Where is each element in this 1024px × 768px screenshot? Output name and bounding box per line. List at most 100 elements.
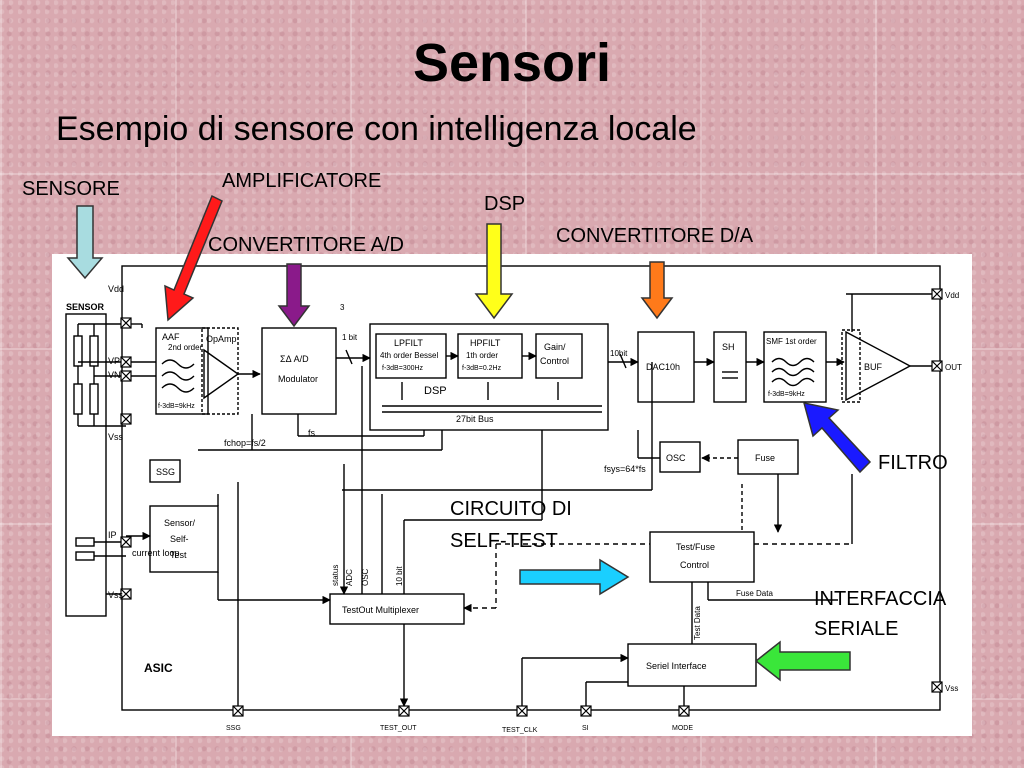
ad-label-2: Modulator xyxy=(278,374,318,384)
pins xyxy=(120,288,943,717)
label-amplificatore: AMPLIFICATORE xyxy=(222,170,382,192)
pin-ssg xyxy=(232,705,244,717)
ssg-block-label: SSG xyxy=(156,467,175,477)
pin-out xyxy=(931,360,943,372)
pin-vdd-right xyxy=(931,288,943,300)
serial-interface-label: Seriel Interface xyxy=(646,661,707,671)
serial-interface-block xyxy=(627,643,757,687)
out-label: OUT xyxy=(945,363,962,372)
adc-label: ADC xyxy=(345,569,354,586)
opamp-symbol xyxy=(203,348,240,400)
ad-label-1: ΣΔ A/D xyxy=(280,354,309,364)
label-dsp: DSP xyxy=(484,193,526,215)
smf-label-1: SMF 1st order xyxy=(766,337,817,346)
lpfilt-label-3: f-3dB=300Hz xyxy=(382,365,424,372)
amplificatore-arrow xyxy=(164,194,223,322)
dac-label: DAC10h xyxy=(646,362,680,372)
page-subtitle: Esempio di sensore con intelligenza loca… xyxy=(56,110,697,148)
asic-label: ASIC xyxy=(144,661,173,675)
testfuse-label-2: Control xyxy=(680,560,709,570)
aaf-label: AAF xyxy=(162,332,180,342)
pin-si xyxy=(580,705,592,717)
pin-vss-right xyxy=(931,681,943,693)
conv-ad-arrow xyxy=(277,263,311,328)
smf-filter-block xyxy=(763,331,827,403)
osc-block xyxy=(659,441,701,473)
test-data-label: Test Data xyxy=(693,606,702,640)
vdd-right-label: Vdd xyxy=(945,291,959,300)
pin-testclk-label: TEST_CLK xyxy=(502,727,538,734)
testout-label: TestOut Multiplexer xyxy=(342,605,419,615)
buffer-symbol xyxy=(845,330,912,402)
vss-left-2-label: Vss xyxy=(108,590,124,600)
pin-si-label: SI xyxy=(582,725,589,732)
pin-ssg-label: SSG xyxy=(226,725,241,732)
gain-label-1: Gain/ xyxy=(544,342,566,352)
sensor-label: SENSOR xyxy=(66,302,105,312)
pin-test-out xyxy=(398,705,410,717)
fuse-block-label: Fuse xyxy=(755,453,775,463)
vn-label: VN xyxy=(108,370,121,380)
gain-label-2: Control xyxy=(540,356,569,366)
pin-mode-label: MODE xyxy=(672,725,693,732)
bit10-vertical-label: 10 bit xyxy=(395,566,404,586)
label-sensore: SENSORE xyxy=(22,178,120,200)
label-convertitore-ad: CONVERTITORE A/D xyxy=(208,234,404,256)
sample-hold-block xyxy=(713,331,747,403)
label-convertitore-da: CONVERTITORE D/A xyxy=(556,225,754,247)
dsp-block xyxy=(369,323,609,431)
osc-block-label: OSC xyxy=(666,453,686,463)
vss-right-label: Vss xyxy=(945,684,958,693)
interfaccia-arrow xyxy=(754,640,851,682)
aaf-order-label: 2nd order xyxy=(168,343,203,352)
aaf-freq-label: f-3dB=9kHz xyxy=(158,403,195,410)
vp-label: VP xyxy=(108,356,120,366)
filtro-arrow xyxy=(802,402,872,474)
pin-vp xyxy=(120,356,132,368)
fuse-block xyxy=(737,439,799,475)
pin-vss-left xyxy=(120,413,132,425)
vss-left-label: Vss xyxy=(108,432,124,442)
lpfilt-label-1: LPFILT xyxy=(394,338,423,348)
label-interfaccia-1: INTERFACCIA xyxy=(814,588,947,610)
pin-ip xyxy=(120,536,132,548)
testfuse-label-1: Test/Fuse xyxy=(676,542,715,552)
aaf-block xyxy=(155,327,209,415)
self-test-arrow xyxy=(519,558,630,596)
bus27-label: 27bit Bus xyxy=(456,414,494,424)
dac-block xyxy=(637,331,695,403)
pin-vss-left-2 xyxy=(120,588,132,600)
hpfilt-label-2: 1th order xyxy=(466,351,498,360)
label-self-test-2: SELF-TEST xyxy=(450,530,558,552)
sensore-arrow xyxy=(66,205,104,280)
ssg-block xyxy=(149,459,181,483)
page-title: Sensori xyxy=(412,33,612,93)
pin-mode xyxy=(678,705,690,717)
status-label: status xyxy=(331,565,340,586)
pin-vn xyxy=(120,370,132,382)
hpfilt-label-3: f-3dB=0.2Hz xyxy=(462,365,502,372)
selftest-label-2: Self- xyxy=(170,534,189,544)
test-fuse-control-block xyxy=(649,531,755,583)
pin-test-clk xyxy=(516,705,528,717)
label-interfaccia-2: SERIALE xyxy=(814,618,899,640)
dsp-arrow xyxy=(474,223,514,320)
selftest-label-1: Sensor/ xyxy=(164,518,196,528)
opamp-label: OpAmp xyxy=(206,334,237,344)
asic-boundary xyxy=(121,265,941,711)
sh-label: SH xyxy=(722,342,735,352)
fsys-label: fsys=64*fs xyxy=(604,464,646,474)
lpfilt-label-2: 4th order Bessel xyxy=(380,351,438,360)
bit10-label: 10bit xyxy=(610,349,628,358)
smf-label-2: f-3dB=9kHz xyxy=(768,391,805,398)
hpfilt-label-1: HPFILT xyxy=(470,338,501,348)
osc-vertical-label: OSC xyxy=(361,568,370,586)
bit1-label: 1 bit xyxy=(342,333,358,342)
sensor-block xyxy=(65,313,107,617)
current-loop-label: current loop xyxy=(132,548,180,558)
label-filtro: FILTRO xyxy=(878,452,948,474)
vdd-left-label: Vdd xyxy=(108,284,124,294)
asic-schematic: SENSOR Vdd VP VN Vss IP current loop Vss… xyxy=(65,265,962,734)
fs-label: fs xyxy=(308,428,316,438)
